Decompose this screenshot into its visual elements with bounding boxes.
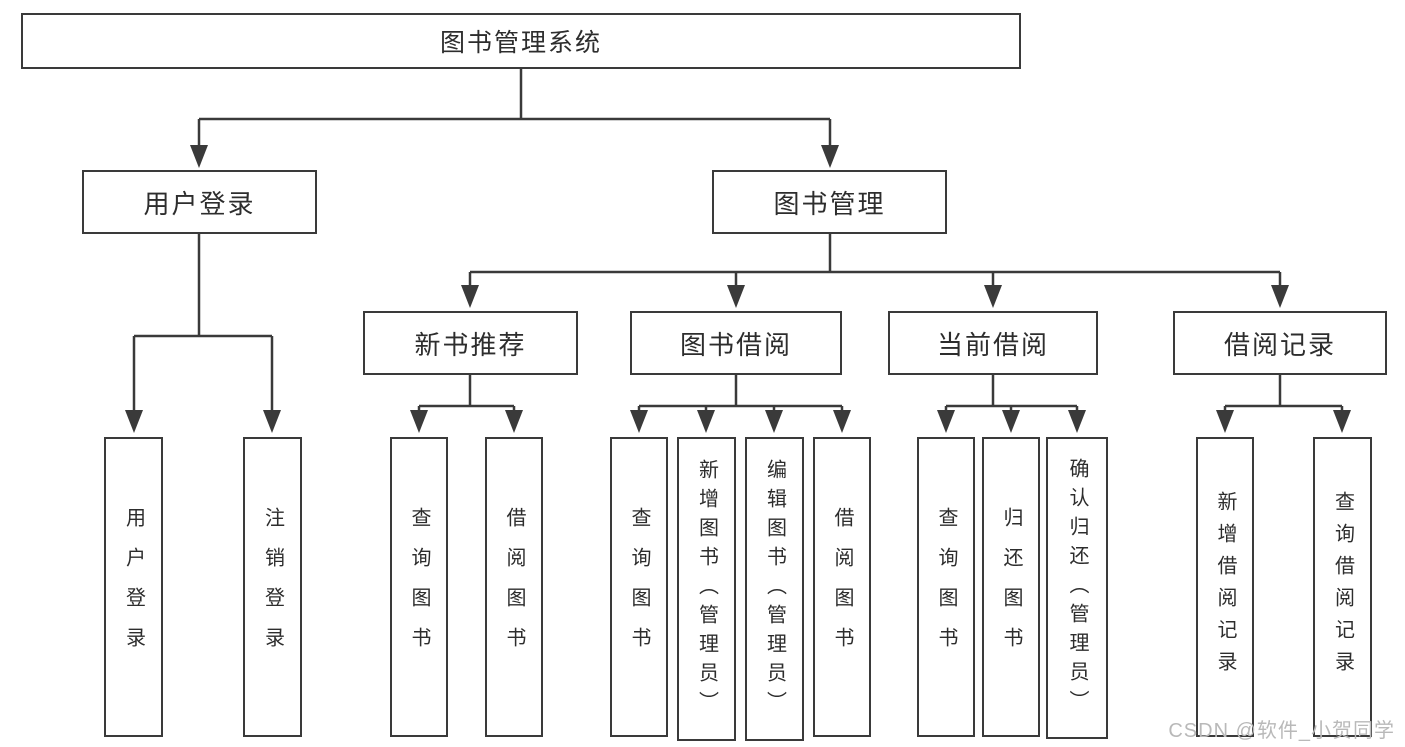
node-user-login: 用户登录 — [82, 170, 317, 234]
leaf-query-books-2: 查询图书 — [610, 437, 668, 737]
node-current-borrow: 当前借阅 — [888, 311, 1098, 375]
leaf-query-books-1: 查询图书 — [390, 437, 448, 737]
node-borrow-records-label: 借阅记录 — [1223, 329, 1336, 360]
leaf-return-books: 归还图书 — [982, 437, 1040, 737]
node-current-borrow-label: 当前借阅 — [936, 329, 1049, 360]
leaf-borrow-books-2-label: 借阅图书 — [831, 507, 853, 667]
leaf-add-books-admin: 新增图书（管理员） — [677, 437, 736, 741]
leaf-logout: 注销登录 — [243, 437, 302, 737]
watermark: CSDN @软件_小贺同学 — [1168, 720, 1395, 742]
node-new-book-recommend-label: 新书推荐 — [414, 329, 527, 360]
leaf-confirm-return-admin-label: 确认归还（管理员） — [1066, 457, 1088, 719]
leaf-borrow-books-1-label: 借阅图书 — [503, 507, 525, 667]
node-new-book-recommend: 新书推荐 — [363, 311, 578, 375]
node-book-management: 图书管理 — [712, 170, 947, 234]
leaf-add-books-admin-label: 新增图书（管理员） — [695, 458, 718, 720]
leaf-logout-label: 注销登录 — [261, 507, 284, 667]
leaf-query-books-2-label: 查询图书 — [628, 507, 650, 667]
leaf-query-books-1-label: 查询图书 — [408, 507, 430, 667]
leaf-edit-books-admin: 编辑图书（管理员） — [745, 437, 804, 741]
leaf-borrow-books-2: 借阅图书 — [813, 437, 871, 737]
node-book-borrow-label: 图书借阅 — [679, 329, 792, 360]
node-borrow-records: 借阅记录 — [1173, 311, 1387, 375]
leaf-query-borrow-record-label: 查询借阅记录 — [1331, 491, 1354, 683]
arrowheads — [125, 145, 1351, 433]
node-root: 图书管理系统 — [21, 13, 1021, 69]
leaf-edit-books-admin-label: 编辑图书（管理员） — [763, 458, 786, 720]
node-root-label: 图书管理系统 — [439, 29, 602, 57]
node-book-borrow: 图书借阅 — [630, 311, 842, 375]
node-book-management-label: 图书管理 — [773, 188, 886, 219]
leaf-user-login: 用户登录 — [104, 437, 163, 737]
leaf-add-borrow-record: 新增借阅记录 — [1196, 437, 1254, 737]
leaf-add-borrow-record-label: 新增借阅记录 — [1214, 491, 1236, 683]
leaf-query-books-3-label: 查询图书 — [935, 507, 957, 667]
node-user-login-label: 用户登录 — [143, 188, 256, 219]
leaf-confirm-return-admin: 确认归还（管理员） — [1046, 437, 1108, 739]
leaf-query-books-3: 查询图书 — [917, 437, 975, 737]
leaf-borrow-books-1: 借阅图书 — [485, 437, 543, 737]
leaf-return-books-label: 归还图书 — [1000, 507, 1022, 667]
leaf-query-borrow-record: 查询借阅记录 — [1313, 437, 1372, 737]
leaf-user-login-label: 用户登录 — [122, 507, 145, 667]
connector-lines — [132, 69, 1344, 417]
